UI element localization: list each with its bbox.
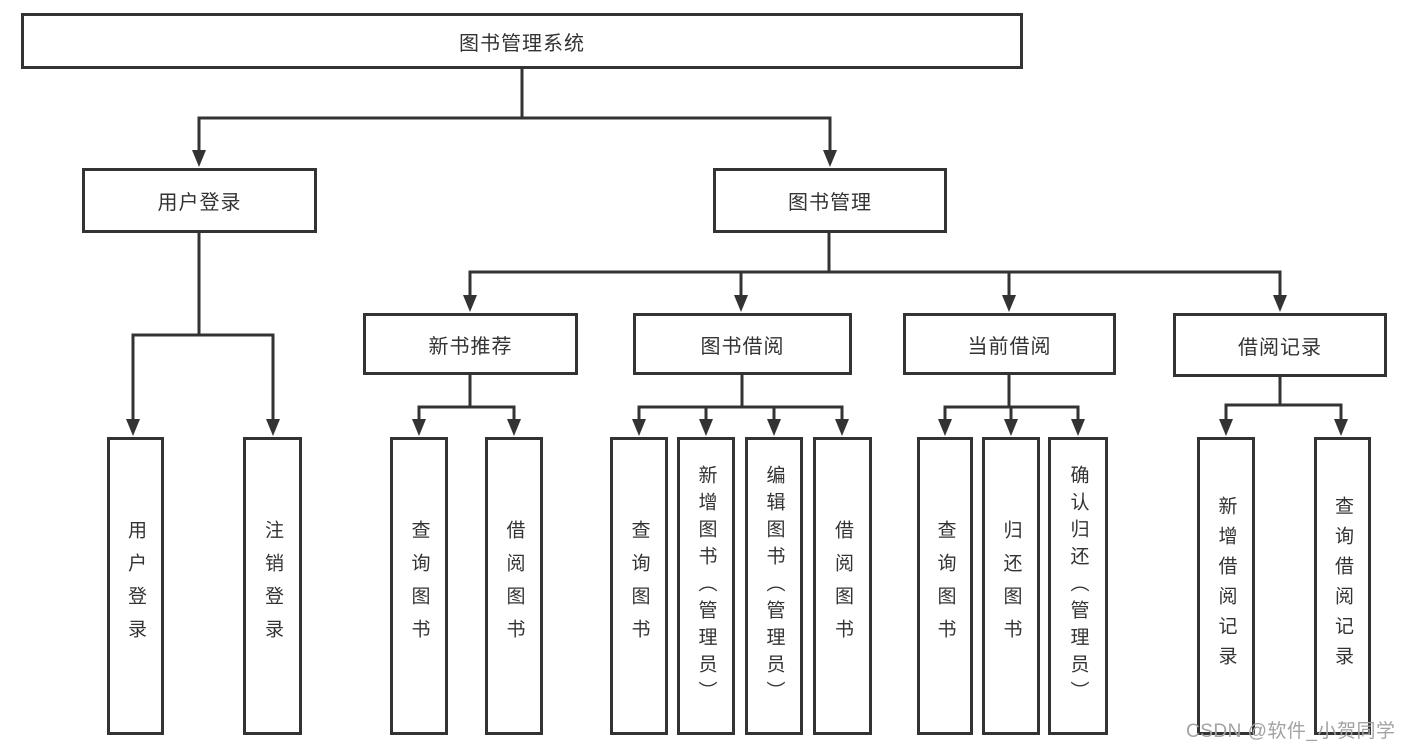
arrowhead-icon (126, 419, 140, 436)
node-label: 查询借阅记录 (1332, 496, 1353, 676)
node-edit-books-admin: 编辑图书（管理员） (745, 437, 803, 735)
node-library-system: 图书管理系统 (21, 13, 1023, 69)
node-label: 用户登录 (125, 520, 146, 652)
node-new-book-recommend: 新书推荐 (363, 313, 578, 375)
node-label: 归还图书 (1000, 520, 1022, 652)
node-user-login: 用户登录 (82, 168, 317, 233)
node-label: 编辑图书（管理员） (763, 464, 785, 708)
node-label: 新增借阅记录 (1215, 496, 1237, 676)
arrowhead-icon (632, 419, 646, 436)
node-add-borrow-record: 新增借阅记录 (1197, 437, 1255, 735)
node-book-borrowing: 图书借阅 (633, 313, 852, 375)
node-label: 借阅图书 (503, 520, 525, 652)
node-query-books-a: 查询图书 (390, 437, 448, 735)
arrowhead-icon (266, 419, 280, 436)
node-confirm-return-admin: 确认归还（管理员） (1048, 437, 1108, 735)
node-logout-leaf: 注销登录 (243, 437, 302, 735)
node-book-management: 图书管理 (713, 168, 947, 233)
arrowhead-icon (1002, 295, 1016, 312)
node-query-books-b: 查询图书 (610, 437, 668, 735)
node-label: 查询图书 (408, 520, 430, 652)
arrowhead-icon (734, 295, 748, 312)
node-borrowing-records: 借阅记录 (1173, 313, 1387, 377)
arrowhead-icon (1004, 419, 1018, 436)
arrowhead-icon (192, 150, 206, 167)
node-label: 新增图书（管理员） (695, 464, 717, 708)
arrowhead-icon (1219, 419, 1233, 436)
node-user-login-leaf: 用户登录 (107, 437, 164, 735)
arrowhead-icon (767, 419, 781, 436)
node-return-books: 归还图书 (982, 437, 1040, 735)
arrowhead-icon (938, 419, 952, 436)
node-current-borrowing: 当前借阅 (903, 313, 1116, 375)
node-label: 查询图书 (628, 520, 650, 652)
arrowhead-icon (823, 150, 837, 167)
arrowhead-icon (463, 295, 477, 312)
node-label: 借阅图书 (832, 520, 853, 652)
arrowhead-icon (507, 419, 521, 436)
node-query-borrow-record: 查询借阅记录 (1314, 437, 1371, 735)
node-borrow-books-a: 借阅图书 (485, 437, 543, 735)
node-label: 确认归还（管理员） (1067, 464, 1089, 708)
node-add-books-admin: 新增图书（管理员） (677, 437, 735, 735)
node-borrow-books-b: 借阅图书 (813, 437, 872, 735)
arrowhead-icon (835, 419, 849, 436)
arrowhead-icon (1334, 419, 1348, 436)
node-label: 注销登录 (262, 520, 283, 652)
node-label: 查询图书 (934, 520, 956, 652)
arrowhead-icon (1071, 419, 1085, 436)
csdn-watermark: CSDN @软件_小贺同学 (1186, 721, 1396, 742)
arrowhead-icon (1273, 295, 1287, 312)
arrowhead-icon (699, 419, 713, 436)
node-query-books-c: 查询图书 (917, 437, 973, 735)
arrowhead-icon (412, 419, 426, 436)
